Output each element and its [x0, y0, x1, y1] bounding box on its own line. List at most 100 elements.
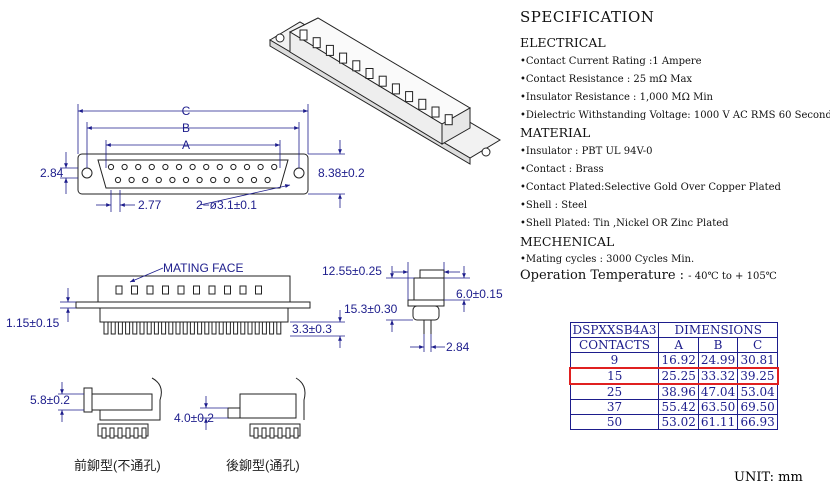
cell-c: 39.25 [737, 367, 779, 385]
isometric-connector [269, 17, 501, 165]
side-pin [146, 321, 152, 335]
dimensions-header: DIMENSIONS [658, 322, 779, 338]
contacts-header: CONTACTS [569, 337, 660, 353]
electrical-heading: ELECTRICAL [520, 35, 606, 50]
cell-b: 61.11 [697, 414, 739, 430]
front-pin [148, 163, 155, 171]
side-flange [75, 301, 311, 309]
front-pin [182, 176, 190, 184]
side-slot [239, 285, 247, 295]
cell-contacts: 25 [569, 383, 660, 400]
front-pin [142, 176, 149, 184]
unit-label: UNIT: mm [734, 470, 803, 485]
dim-side-pin: 3.3±0.3 [292, 322, 332, 336]
side-slot [208, 285, 216, 295]
front-pin [135, 163, 142, 171]
front-view: C B A 2.84 8.38±0.2 2.77 2−ø3.1±0.1 [40, 104, 365, 212]
side-pin [153, 321, 159, 335]
iso-pin [378, 75, 387, 87]
side-pin [161, 321, 167, 335]
cell-a: 25.25 [658, 367, 699, 385]
caption-front-rivet: 前鉚型(不通孔) [74, 458, 161, 473]
cell-a: 16.92 [658, 352, 699, 369]
side-slot [115, 285, 123, 295]
front-pin [250, 176, 258, 184]
front-pin [155, 176, 162, 184]
side-pin [218, 321, 224, 335]
front-pin [243, 163, 251, 171]
col-a-header: A [658, 337, 699, 353]
dim-flange-height: 8.38±0.2 [318, 166, 365, 180]
spec-item: •Shell : Steel [520, 200, 588, 211]
detail-pin [109, 427, 115, 439]
dim-mount-hole: 2−ø3.1±0.1 [196, 198, 257, 212]
front-pin [175, 163, 183, 171]
front-pin [121, 163, 128, 171]
detail-pin [269, 427, 275, 439]
iso-pin [339, 52, 348, 64]
cell-b: 24.99 [697, 352, 739, 369]
front-pin [114, 176, 122, 184]
spec-item: •Contact Resistance : 25 mΩ Max [520, 74, 693, 85]
mechanical-heading: MECHENICAL [520, 234, 615, 249]
iso-pin [418, 98, 427, 110]
side-pin [254, 321, 260, 335]
front-pin [189, 163, 196, 171]
cell-contacts: 9 [569, 352, 660, 369]
operation-temperature: Operation Temperature : - 40℃ to + 105℃ [520, 268, 777, 283]
col-c-header: C [737, 337, 779, 353]
front-pin [128, 176, 135, 184]
dim-side-flange: 1.15±0.15 [6, 316, 60, 330]
iso-pin [312, 37, 321, 49]
caption-rear-rivet: 後鉚型(通孔) [226, 458, 300, 473]
front-pin [230, 163, 237, 171]
side-pin [211, 321, 217, 335]
operation-value: - 40℃ to + 105℃ [688, 271, 777, 282]
side-slot [177, 285, 185, 295]
cell-c: 69.50 [737, 399, 779, 415]
detail-pin [125, 427, 131, 439]
dim-end-width: 12.55±0.25 [322, 264, 382, 278]
table-row-highlighted: 15 25.25 33.32 39.25 [569, 367, 779, 385]
iso-pin [352, 60, 361, 72]
front-pin [210, 176, 217, 184]
front-pin [169, 176, 176, 184]
cell-c: 30.81 [737, 352, 779, 369]
iso-pin [299, 29, 308, 41]
side-pin [225, 321, 231, 335]
part-number: DSPXXSB4A3 [569, 322, 660, 338]
front-pin [223, 176, 230, 184]
cell-b: 63.50 [697, 399, 739, 415]
dim-end-body: 6.0±0.15 [456, 287, 503, 301]
spec-item: •Mating cycles : 3000 Cycles Min. [520, 254, 695, 265]
side-slot [193, 285, 200, 295]
side-pin [197, 321, 203, 335]
iso-pin [431, 106, 440, 118]
side-pin [269, 321, 275, 335]
dim-detail-front: 5.8±0.2 [30, 393, 70, 407]
front-pin [107, 163, 115, 171]
detail-pin [101, 427, 107, 439]
cell-c: 53.04 [737, 383, 779, 400]
side-slot [131, 285, 138, 295]
front-pin [264, 176, 271, 184]
spec-item: •Contact Plated:Selective Gold Over Copp… [520, 182, 781, 193]
dim-detail-rear: 4.0±0.2 [174, 411, 214, 425]
iso-pin [325, 44, 334, 56]
cell-c: 66.93 [737, 414, 779, 430]
front-pin [203, 163, 210, 171]
side-pin [139, 321, 145, 335]
spec-item: •Contact Current Rating :1 Ampere [520, 56, 702, 67]
table-row: 50 53.02 61.11 66.93 [569, 414, 779, 430]
mount-hole-right [293, 167, 305, 179]
table-row: 25 38.96 47.04 53.04 [569, 383, 779, 400]
side-pin [233, 321, 239, 335]
detail-pin [277, 427, 283, 439]
side-pin [168, 321, 174, 335]
material-heading: MATERIAL [520, 125, 591, 140]
cell-b: 33.32 [697, 367, 739, 385]
dim-pin-pitch: 2.77 [138, 198, 162, 212]
side-slot [146, 285, 154, 295]
cell-b: 47.04 [697, 383, 739, 400]
